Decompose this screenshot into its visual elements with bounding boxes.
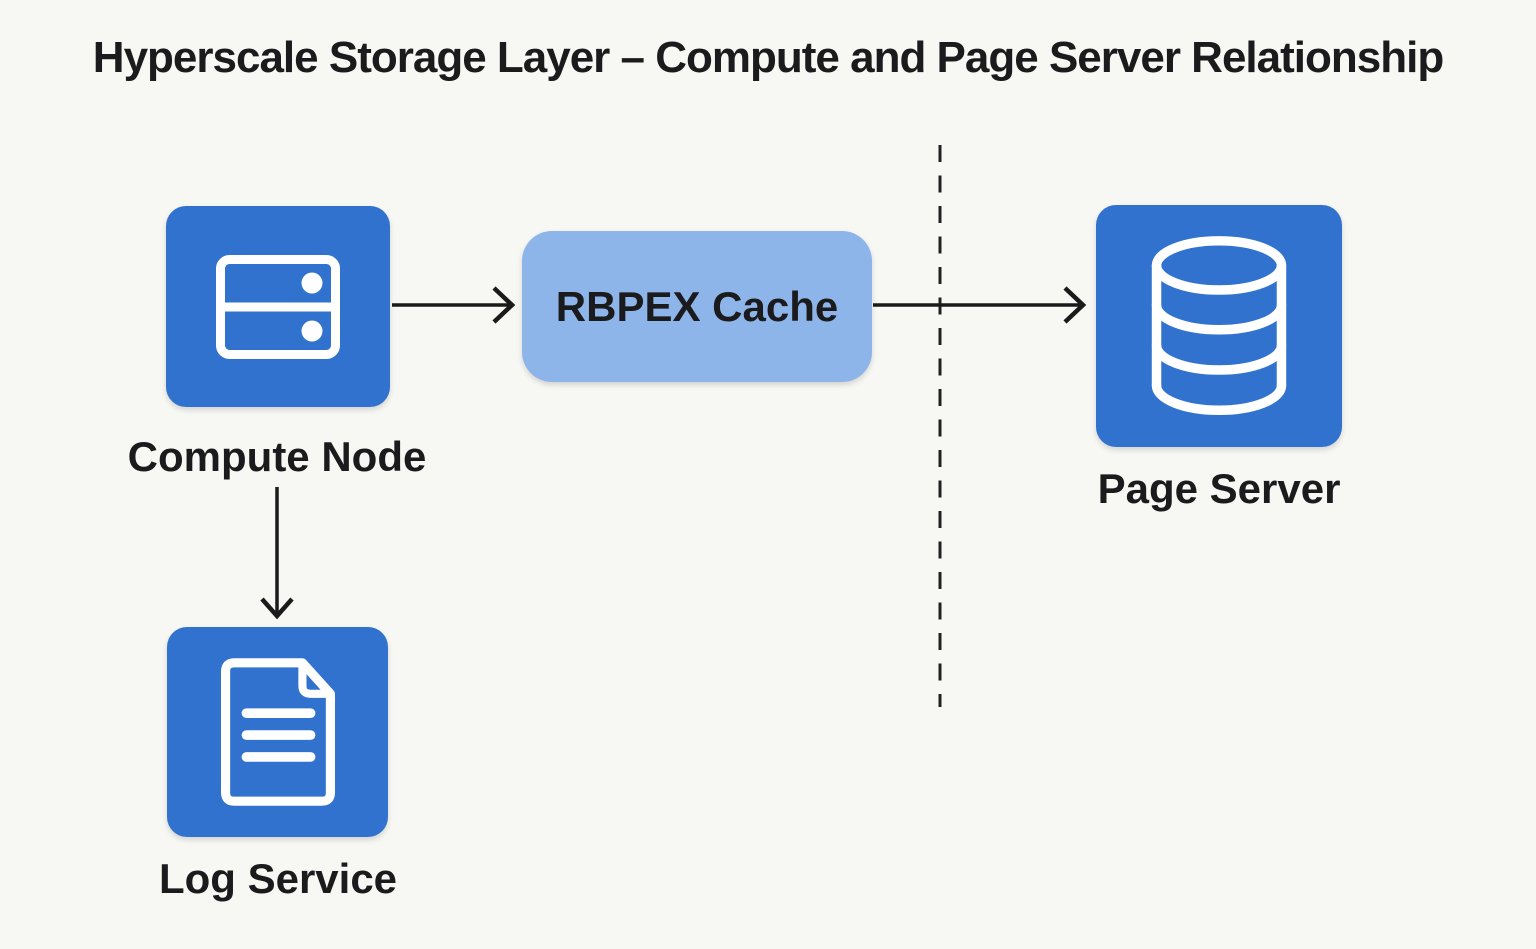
log-service-label: Log Service <box>158 855 398 902</box>
diagram-title: Hyperscale Storage Layer – Compute and P… <box>92 33 1444 82</box>
document-icon <box>220 658 335 806</box>
server-icon <box>216 254 340 359</box>
compute-node-box <box>166 206 390 407</box>
page-server-box <box>1096 205 1342 447</box>
compute-node-label: Compute Node <box>127 433 427 480</box>
rbpex-cache-label: RBPEX Cache <box>555 282 839 330</box>
arrow-compute-to-log-service <box>260 487 294 620</box>
page-server-label: Page Server <box>1097 465 1341 512</box>
rbpex-cache-box: RBPEX Cache <box>522 231 872 382</box>
arrow-cache-to-page-server <box>873 286 1087 324</box>
arrow-compute-to-cache <box>392 286 516 324</box>
database-icon <box>1151 236 1287 415</box>
log-service-box <box>167 627 388 837</box>
